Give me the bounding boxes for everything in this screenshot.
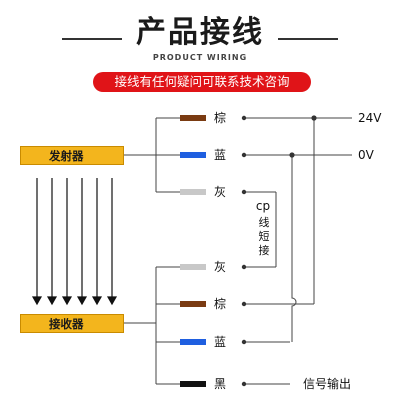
receiver-label: 接收器: [49, 317, 84, 331]
swatch-gray: [180, 264, 206, 270]
beam-arrowhead: [31, 296, 43, 306]
emitter-wire-brown-label: 棕: [214, 111, 227, 125]
beam-arrowhead: [61, 296, 73, 306]
swatch-brown: [180, 301, 206, 307]
cp-note-prefix: cp: [255, 199, 271, 213]
swatch-brown: [180, 115, 206, 121]
cp-note-char: 短: [258, 230, 270, 243]
power-24v-label: 24V: [358, 111, 382, 125]
emitter-wire-blue-label: 蓝: [214, 148, 227, 162]
receiver-box: 接收器: [20, 314, 124, 333]
emitter-wire-gray-label: 灰: [214, 185, 227, 199]
swatch-gray: [180, 189, 206, 195]
beam-arrowhead: [91, 296, 103, 306]
swatch-black: [180, 381, 206, 387]
receiver-wire-blue-label: 蓝: [214, 335, 227, 349]
cp-note-char: 线: [258, 216, 270, 229]
bus-0v-crossover: [291, 155, 297, 342]
swatch-blue: [180, 339, 206, 345]
beam-arrowhead: [106, 296, 118, 306]
receiver-wire-brown-label: 棕: [214, 297, 227, 311]
page-title: 产品接线: [136, 15, 264, 50]
swatch-blue: [180, 152, 206, 158]
title-rule-left: [62, 38, 122, 40]
beam-arrowhead: [76, 296, 88, 306]
beam-arrows: [31, 178, 118, 306]
power-0v-label: 0V: [358, 148, 374, 162]
beam-arrowhead: [46, 296, 58, 306]
consult-banner: 接线有任何疑问可联系技术咨询: [93, 72, 311, 92]
page-subtitle: PRODUCT WIRING: [152, 53, 248, 62]
receiver-wire-gray-label: 灰: [214, 260, 227, 274]
cp-note-char: 接: [258, 244, 270, 257]
signal-output-label: 信号输出: [303, 377, 352, 391]
emitter-box: 发射器: [20, 146, 124, 165]
receiver-wire-black-label: 黑: [214, 377, 227, 391]
emitter-label: 发射器: [49, 149, 84, 163]
junction-dots: [241, 115, 317, 387]
title-rule-right: [278, 38, 338, 40]
